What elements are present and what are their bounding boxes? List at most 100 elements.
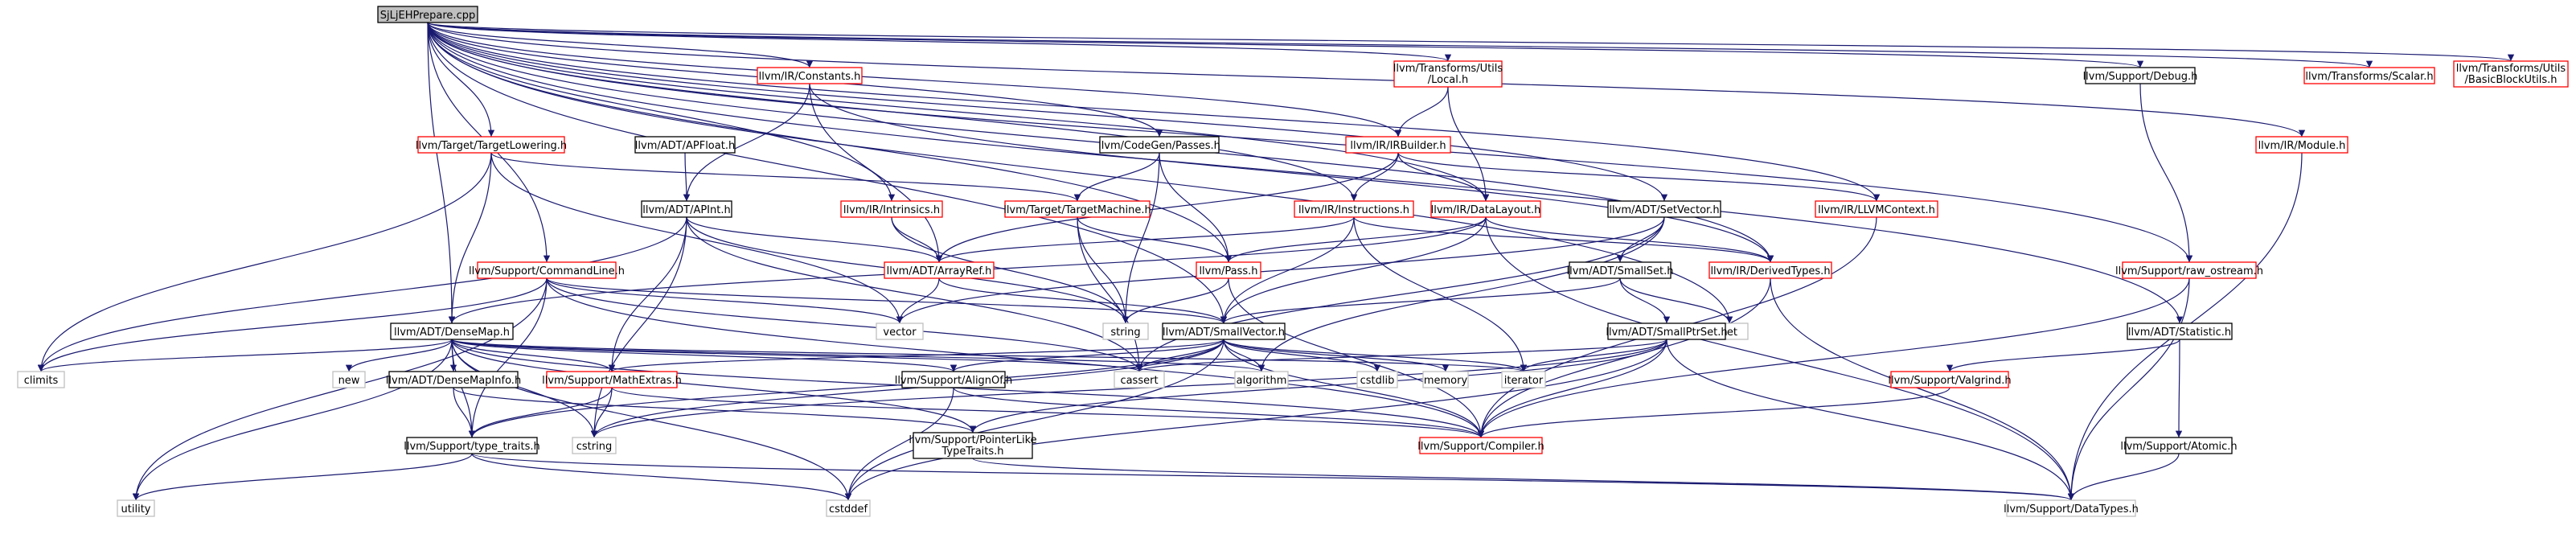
node-sup_debug-label-0: llvm/Support/Debug.h: [2083, 71, 2198, 83]
node-densemap-box: [390, 322, 514, 340]
node-tr_bbutils-box: [2453, 60, 2569, 88]
node-densemapinfo[interactable]: llvm/ADT/DenseMapInfo.h: [386, 371, 521, 388]
node-root-label-0: SjLjEHPrepare.cpp: [380, 10, 475, 22]
edge-raw_ostream-to-compiler: [1477, 277, 2190, 438]
node-derivedtypes-label-0: llvm/IR/DerivedTypes.h: [1710, 265, 1830, 277]
node-smallset[interactable]: llvm/ADT/SmallSet.h: [1566, 261, 1674, 279]
edge-root-to-set: [427, 22, 1733, 324]
edge-smallvector-to-iterator: [1223, 339, 1528, 372]
node-smallptrset-label-0: llvm/ADT/SmallPtrSet.h: [1606, 327, 1727, 339]
node-valgrind[interactable]: llvm/Support/Valgrind.h: [1888, 371, 2012, 388]
node-datatypes: llvm/Support/DataTypes.h: [2004, 499, 2139, 517]
node-target_lowering[interactable]: llvm/Target/TargetLowering.h: [416, 136, 567, 154]
node-derivedtypes[interactable]: llvm/IR/DerivedTypes.h: [1708, 261, 1832, 279]
edge-instructions-to-iterator: [1353, 216, 1528, 372]
node-datalayout[interactable]: llvm/IR/DataLayout.h: [1430, 200, 1541, 218]
node-setvector-box: [1607, 200, 1721, 218]
edge-datalayout-to-derivedtypes: [1485, 216, 1774, 263]
node-apfloat[interactable]: llvm/ADT/APFloat.h: [634, 136, 736, 154]
node-setvector[interactable]: llvm/ADT/SetVector.h: [1607, 200, 1721, 218]
node-tr_scalar[interactable]: llvm/Transforms/Scalar.h: [2303, 67, 2435, 84]
edge-irbuilder-to-datalayout: [1397, 152, 1490, 202]
node-constants[interactable]: llvm/IR/Constants.h: [757, 67, 863, 84]
node-alignof[interactable]: llvm/Support/AlignOf.h: [895, 371, 1013, 388]
edge-constants-to-arrayref: [809, 83, 943, 263]
node-root[interactable]: SjLjEHPrepare.cpp: [377, 6, 478, 23]
node-compiler-box: [1419, 437, 1543, 454]
edge-datalayout-to-pass: [1224, 216, 1487, 263]
node-densemap[interactable]: llvm/ADT/DenseMap.h: [390, 322, 514, 340]
node-tr_local-box: [1393, 60, 1503, 88]
node-mathextras[interactable]: llvm/Support/MathExtras.h: [542, 371, 682, 388]
node-cstddef-box: [826, 499, 871, 517]
node-algorithm-label-0: algorithm: [1237, 375, 1287, 387]
edge-smallptrset-to-datatypes: [1666, 339, 2075, 501]
edge-root-to-densemap: [427, 22, 456, 324]
node-commandline[interactable]: llvm/Support/CommandLine.h: [469, 261, 625, 279]
edge-densemap-to-type_traits: [451, 339, 476, 438]
edge-smallvector-to-memory: [1223, 339, 1450, 372]
edge-setvector-to-algorithm: [1257, 216, 1665, 372]
node-intrinsics-box: [840, 200, 943, 218]
node-apfloat-box: [634, 136, 736, 154]
edge-statistic-to-atomic: [2175, 339, 2183, 438]
node-atomic[interactable]: llvm/Support/Atomic.h: [2120, 437, 2238, 454]
node-iterator: iterator: [1501, 371, 1546, 388]
node-target_lowering-box: [417, 136, 565, 154]
edge-irbuilder-to-arrayref: [935, 152, 1399, 263]
node-statistic[interactable]: llvm/ADT/Statistic.h: [2127, 322, 2233, 340]
edge-densemap-to-compiler: [451, 339, 1485, 438]
edge-apint-to-cassert: [686, 216, 1143, 372]
node-vector: vector: [876, 322, 924, 340]
node-target_lowering-label-0: llvm/Target/TargetLowering.h: [416, 140, 567, 152]
edge-densemap-to-iterator: [451, 339, 1527, 372]
edge-smallset-to-smallvector: [1220, 277, 1621, 324]
edge-instructions-to-derivedtypes: [1353, 216, 1774, 263]
node-string-box: [1102, 322, 1149, 340]
node-algorithm-box: [1234, 371, 1289, 388]
edge-smallvector-to-cstring: [590, 339, 1224, 438]
node-target_machine-box: [1004, 200, 1151, 218]
edge-root-to-llvmcontext: [427, 22, 1881, 202]
node-memory-box: [1422, 371, 1469, 388]
node-codegen_passes[interactable]: llvm/CodeGen/Passes.h: [1098, 136, 1220, 154]
node-utility-box: [117, 499, 155, 517]
node-apint[interactable]: llvm/ADT/APInt.h: [641, 200, 732, 218]
node-compiler-label-0: llvm/Support/Compiler.h: [1417, 441, 1544, 453]
edge-type_traits-to-cstddef: [471, 453, 852, 501]
node-sup_debug[interactable]: llvm/Support/Debug.h: [2083, 67, 2198, 84]
node-smallvector[interactable]: llvm/ADT/SmallVector.h: [1162, 322, 1286, 340]
node-pass-box: [1196, 261, 1261, 279]
node-memory: memory: [1422, 371, 1469, 388]
edge-irbuilder-to-llvmcontext: [1397, 152, 1881, 202]
edge-smallvector-to-cstdlib: [1223, 339, 1381, 372]
edge-datalayout-to-datatypes: [1485, 216, 2075, 501]
node-smallptrset[interactable]: llvm/ADT/SmallPtrSet.h: [1606, 322, 1728, 340]
node-arrayref[interactable]: llvm/ADT/ArrayRef.h: [884, 261, 995, 279]
node-climits-box: [17, 371, 65, 388]
node-codegen_passes-box: [1099, 136, 1220, 154]
node-module[interactable]: llvm/IR/Module.h: [2255, 136, 2348, 154]
node-statistic-label-0: llvm/ADT/Statistic.h: [2128, 327, 2231, 339]
node-instructions[interactable]: llvm/IR/Instructions.h: [1294, 200, 1414, 218]
node-tr_scalar-box: [2303, 67, 2435, 84]
node-llvmcontext-box: [1815, 200, 1938, 218]
node-compiler[interactable]: llvm/Support/Compiler.h: [1417, 437, 1544, 454]
node-irbuilder[interactable]: llvm/IR/IRBuilder.h: [1345, 136, 1451, 154]
node-datalayout-label-0: llvm/IR/DataLayout.h: [1431, 204, 1541, 216]
node-tr_bbutils[interactable]: llvm/Transforms/Utils/BasicBlockUtils.h: [2453, 60, 2569, 88]
node-target_machine[interactable]: llvm/Target/TargetMachine.h: [1003, 200, 1151, 218]
node-pass[interactable]: llvm/Pass.h: [1196, 261, 1261, 279]
edge-densemap-to-alignof: [451, 339, 957, 372]
edge-arrayref-to-smallvector: [938, 277, 1228, 324]
node-type_traits[interactable]: llvm/Support/type_traits.h: [404, 437, 540, 454]
node-tr_bbutils-label-1: /BasicBlockUtils.h: [2465, 74, 2558, 86]
node-intrinsics[interactable]: llvm/IR/Intrinsics.h: [840, 200, 943, 218]
edge-instructions-to-arrayref: [935, 216, 1355, 263]
edge-target_lowering-to-densemap: [448, 152, 492, 324]
node-raw_ostream[interactable]: llvm/Support/raw_ostream.h: [2115, 261, 2263, 279]
node-tr_local[interactable]: llvm/Transforms/Utils/Local.h: [1393, 60, 1503, 88]
node-climits-label-0: climits: [24, 375, 59, 387]
node-llvmcontext[interactable]: llvm/IR/LLVMContext.h: [1815, 200, 1938, 218]
